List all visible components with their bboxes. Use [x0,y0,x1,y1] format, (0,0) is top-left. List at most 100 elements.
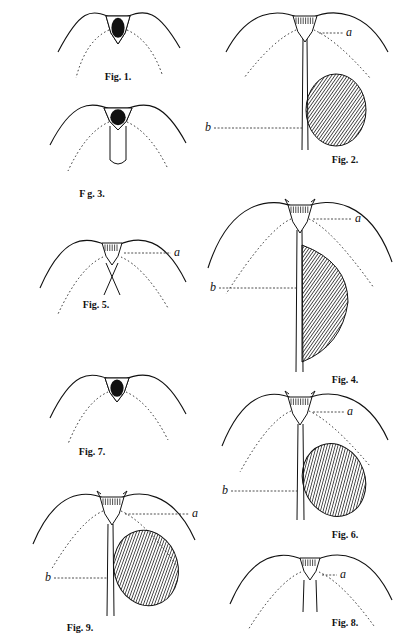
figure-caption: Fig. 1. [105,71,131,83]
hatch-line [305,399,306,406]
hatch-line [303,399,304,406]
shield-shape [288,397,312,425]
callout-letter: a [346,26,352,38]
hatch-line [310,560,311,567]
hatch-line [105,499,106,506]
tube-line [110,126,126,164]
hatch-line [310,18,311,25]
figure [208,199,392,372]
hatch-line [300,399,301,406]
hatch-line [307,560,308,567]
figure-caption: Fig. 6. [332,529,358,541]
leader-line [214,128,302,129]
wing-line [306,394,388,440]
callout-letter: b [222,484,228,496]
dotted-line [127,122,168,169]
dotted-line [121,257,168,308]
leader-line [322,575,337,576]
hatch-line [296,18,297,25]
tube-line [296,230,297,372]
figure [222,391,388,525]
shield-shape [293,16,317,42]
wing-line [40,240,106,288]
horn [123,491,127,497]
leader-line [125,514,189,515]
dotted-line [226,219,291,294]
figure-caption: F g. 3. [79,188,105,200]
hatch-line [300,18,301,25]
hatch-line [110,499,111,506]
hatch-line [298,207,299,214]
hatch-line [293,207,294,214]
wing-line [226,13,299,52]
wing-line [311,13,388,52]
leader-line [231,491,297,492]
horn [311,199,315,205]
figure [50,375,186,444]
hatch-line [312,560,313,567]
leader-line [313,219,352,220]
wing-line [50,105,112,145]
shield-shape [106,16,130,44]
hatch-line [117,245,118,252]
dotted-line [314,30,370,78]
horn [311,391,315,397]
hatch-line [303,560,304,567]
hatch-line [295,207,296,214]
shaded-sac [302,245,348,362]
hatch-line [291,399,292,406]
dotted-line [68,122,109,171]
dotted-line [68,392,108,444]
callout-letter: a [355,212,361,224]
dotted-line [51,511,103,570]
hatch-line [112,245,113,252]
callout-letter: b [45,571,51,583]
dotted-line [244,30,296,78]
figure [50,105,186,171]
wing-line [50,375,111,418]
callout-letter: a [340,568,346,580]
hatch-line [117,499,118,506]
shaded-sac [292,435,376,526]
leader-line [313,412,344,413]
wing-line [33,494,106,544]
tube-line [297,424,298,520]
dotted-line [126,392,168,440]
shield-shape [300,558,320,580]
callout-letter: b [205,121,211,133]
hatch-line [298,18,299,25]
figure [58,13,180,78]
callout-letter: a [174,246,180,258]
hatch-line [312,18,313,25]
hatch-line [303,18,304,25]
hatch-line [315,560,316,567]
hatch-line [307,399,308,406]
tube-line [316,580,317,612]
figure [40,240,186,314]
tube-line [307,38,308,150]
hatch-line [107,499,108,506]
hatch-line [119,499,120,506]
hatch-line [303,207,304,214]
horn [285,199,289,205]
shield-shape [104,108,132,130]
leader-line [219,288,296,289]
dotted-line [127,30,162,74]
wing-line [316,555,392,600]
figure [214,13,388,150]
dark-mass [110,379,123,396]
wing-line [124,13,180,48]
hatch-line [305,18,306,25]
dotted-line [248,572,301,630]
callout-letter: a [192,507,198,519]
shield-shape [105,378,129,402]
figure-caption: Fig. 9. [67,622,93,634]
hatch-line [112,499,113,506]
dotted-line [240,411,291,472]
hatch-line [305,207,306,214]
tube-line [302,38,303,150]
hatch-line [107,245,108,252]
hatch-line [300,207,301,214]
hatch-line [114,245,115,252]
